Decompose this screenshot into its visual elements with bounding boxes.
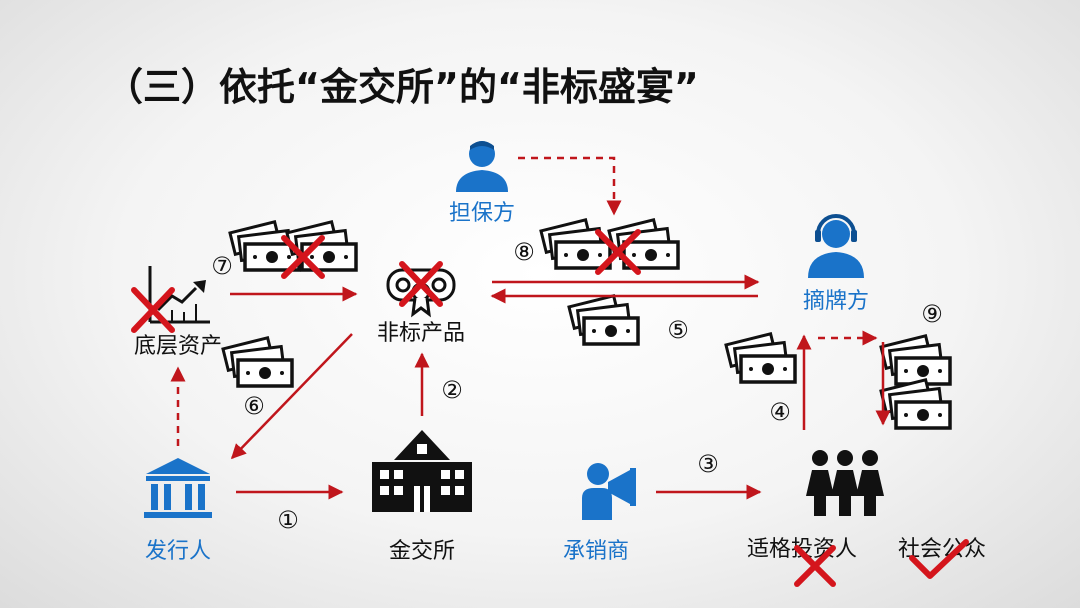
cross-mark-icon — [399, 261, 443, 307]
cross-mark-icon — [281, 235, 325, 279]
guarantor-label: 担保方 — [449, 201, 515, 226]
step-number: ② — [441, 376, 463, 404]
step-number: ⑥ — [243, 392, 265, 420]
exchange-label: 金交所 — [389, 539, 455, 564]
step-number: ④ — [769, 398, 791, 426]
step-number: ⑨ — [921, 300, 943, 328]
building-icon — [372, 430, 472, 512]
money-icon — [879, 378, 952, 430]
step-number: ⑧ — [513, 238, 535, 266]
money-icon — [879, 334, 952, 386]
person-icon — [456, 141, 508, 192]
money-icon — [221, 336, 294, 388]
certificate-icon — [386, 268, 456, 318]
check-mark-icon — [909, 539, 969, 579]
underlying-asset-label: 底层资产 — [134, 334, 222, 359]
money-icon — [724, 332, 797, 384]
issuer-label: 发行人 — [145, 539, 211, 564]
money-icon — [607, 218, 680, 270]
step-number: ① — [277, 506, 299, 534]
dashed-arrow — [518, 156, 622, 216]
cross-mark-icon — [131, 287, 175, 333]
underwriter-label: 承销商 — [563, 539, 629, 564]
step-number: ⑦ — [211, 252, 233, 280]
megaphone-person-icon — [582, 463, 636, 520]
buyer-label: 摘牌方 — [803, 289, 869, 314]
money-icon — [567, 294, 640, 346]
arrow — [230, 333, 353, 460]
bank-icon — [144, 458, 212, 518]
cross-mark-icon — [794, 545, 836, 587]
step-number: ③ — [697, 450, 719, 478]
cross-mark-icon — [595, 229, 641, 275]
money-icon — [539, 218, 612, 270]
page-title: （三）依托“金交所”的“非标盛宴” — [105, 65, 699, 109]
step-number: ⑤ — [667, 316, 689, 344]
headset-person-icon — [808, 214, 864, 278]
investor-group-icon — [806, 450, 884, 516]
nonstandard-product-label: 非标产品 — [377, 321, 465, 346]
